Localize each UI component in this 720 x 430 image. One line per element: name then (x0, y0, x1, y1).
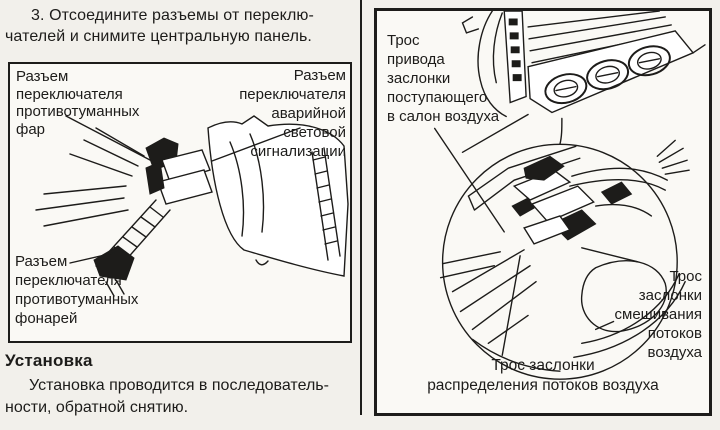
right-figure-drawing (433, 11, 706, 380)
leader-lines (65, 115, 301, 264)
step-instruction: 3. Отсоедините разъемы от переклю- чател… (5, 7, 314, 45)
label-fog-lamp-switch-connector: Разъем переключателя противотуманных фар (16, 68, 140, 138)
detail-circle (441, 143, 678, 380)
heater-unit-drawing (439, 139, 690, 372)
installation-heading: Установка (5, 351, 93, 370)
installation-paragraph: Установка проводится в последователь- но… (5, 377, 329, 416)
column-divider (360, 0, 362, 415)
left-figure-drawing (35, 115, 349, 297)
label-rear-fog-switch-connector: Разъем переключателя противотуманных фон… (15, 253, 139, 327)
label-intake-air-cable: Трос привода заслонки поступающего в сал… (387, 32, 500, 125)
label-hazard-switch-connector: Разъем переключателя аварийной световой … (239, 67, 346, 160)
figure-heater-cables: Трос привода заслонки поступающего в сал… (374, 8, 712, 416)
wire-harness (35, 127, 145, 227)
console-knobs (544, 45, 671, 105)
label-air-mix-cable: Трос заслонки смешивания потоков воздуха (614, 268, 703, 361)
label-air-distribution-cable: Трос заслонки распределения потоков возд… (427, 357, 659, 394)
callout-line-right (559, 117, 563, 146)
callout-line-left (461, 113, 529, 153)
figure-switch-connectors: Разъем переключателя противотуманных фар… (8, 62, 352, 343)
console-drawing (461, 11, 706, 118)
leader-lines-right (433, 127, 639, 356)
center-panel-drawing (207, 115, 349, 277)
